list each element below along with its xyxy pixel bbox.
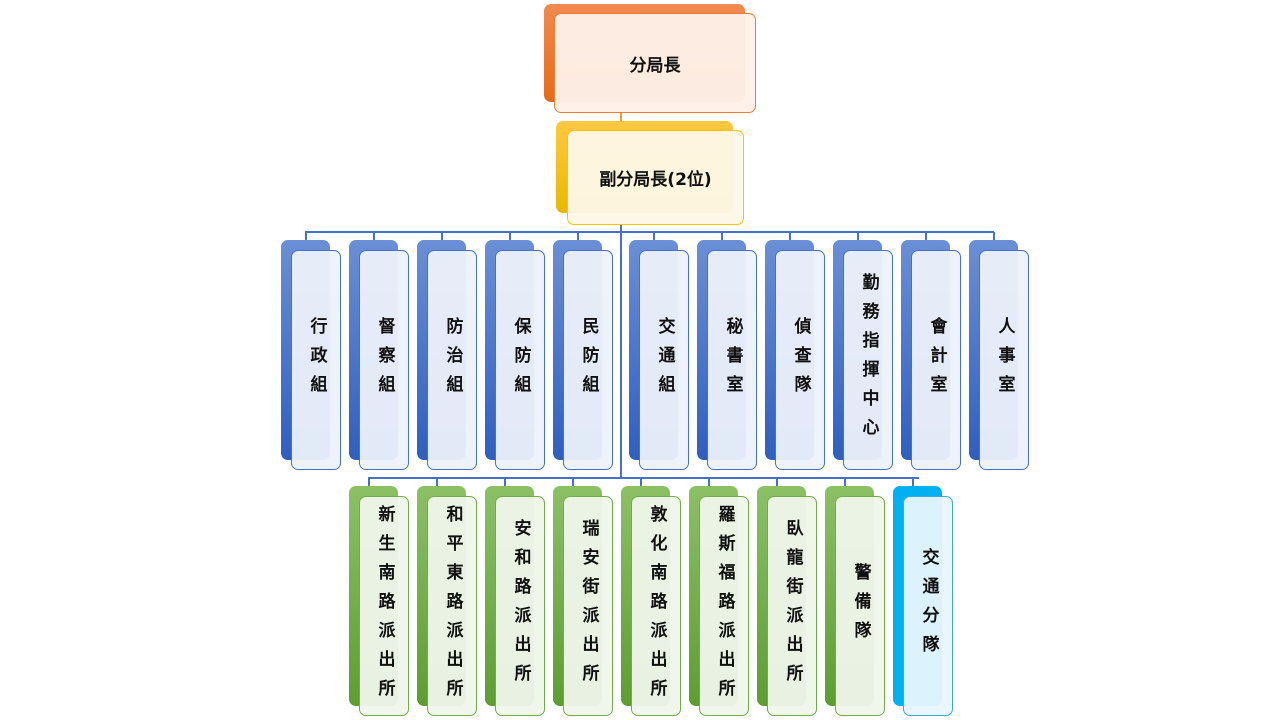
node-box: 警備隊 [835, 496, 885, 716]
node-box: 會計室 [911, 250, 961, 470]
connector-units-bar [305, 231, 994, 233]
node-box: 羅斯福路派出所 [699, 496, 749, 716]
station-label: 臥龍街派出所 [782, 519, 803, 693]
unit-label: 交通組 [654, 316, 675, 404]
connector-drop [305, 232, 307, 240]
unit-label: 督察組 [374, 316, 395, 404]
unit-label: 行政組 [306, 316, 327, 404]
node-box: 秘書室 [707, 250, 757, 470]
connector-drop [368, 478, 370, 486]
node-box: 防治組 [427, 250, 477, 470]
connector-trunk [620, 224, 622, 478]
station-label: 敦化南路派出所 [646, 504, 667, 708]
node-box: 保防組 [495, 250, 545, 470]
station-label: 交通分隊 [918, 548, 939, 664]
station-label: 羅斯福路派出所 [714, 504, 735, 708]
connector-drop [504, 478, 506, 486]
connector-drop [857, 232, 859, 240]
connector-drop [436, 478, 438, 486]
connector-stations-bar [368, 477, 919, 479]
connector-drop [844, 478, 846, 486]
station-label: 新生南路派出所 [374, 504, 395, 708]
station-label: 警備隊 [850, 562, 871, 650]
node-box: 督察組 [359, 250, 409, 470]
node-box: 臥龍街派出所 [767, 496, 817, 716]
station-label: 和平東路派出所 [442, 504, 463, 708]
unit-label: 民防組 [578, 316, 599, 404]
connector-drop [708, 478, 710, 486]
connector-drop [993, 232, 995, 240]
node-box: 行政組 [291, 250, 341, 470]
connector-drop [577, 232, 579, 240]
unit-label: 人事室 [994, 316, 1015, 404]
node-box: 交通組 [639, 250, 689, 470]
node-box: 民防組 [563, 250, 613, 470]
unit-label: 偵查隊 [790, 316, 811, 404]
connector-drop [789, 232, 791, 240]
chief-label: 分局長 [629, 55, 681, 76]
connector-drop [572, 478, 574, 486]
unit-label: 保防組 [510, 316, 531, 404]
connector-drop [721, 232, 723, 240]
unit-label: 秘書室 [722, 316, 743, 404]
connector-drop [776, 478, 778, 486]
connector-drop [509, 232, 511, 240]
node-box: 和平東路派出所 [427, 496, 477, 716]
station-label: 安和路派出所 [510, 519, 531, 693]
unit-label: 勤務指揮中心 [858, 273, 879, 447]
node-box: 敦化南路派出所 [631, 496, 681, 716]
node-box: 安和路派出所 [495, 496, 545, 716]
node-box: 交通分隊 [903, 496, 953, 716]
connector-drop [373, 232, 375, 240]
connector-drop [640, 478, 642, 486]
node-box: 偵查隊 [775, 250, 825, 470]
deputy-label: 副分局長(2位) [599, 170, 712, 190]
unit-label: 會計室 [926, 316, 947, 404]
node-box: 新生南路派出所 [359, 496, 409, 716]
connector-drop [925, 232, 927, 240]
node-box: 勤務指揮中心 [843, 250, 893, 470]
node-box: 人事室 [979, 250, 1029, 470]
unit-label: 防治組 [442, 316, 463, 404]
connector-drop [653, 232, 655, 240]
station-label: 瑞安街派出所 [578, 519, 599, 693]
connector-drop [912, 478, 914, 486]
connector-drop [441, 232, 443, 240]
node-box: 瑞安街派出所 [563, 496, 613, 716]
